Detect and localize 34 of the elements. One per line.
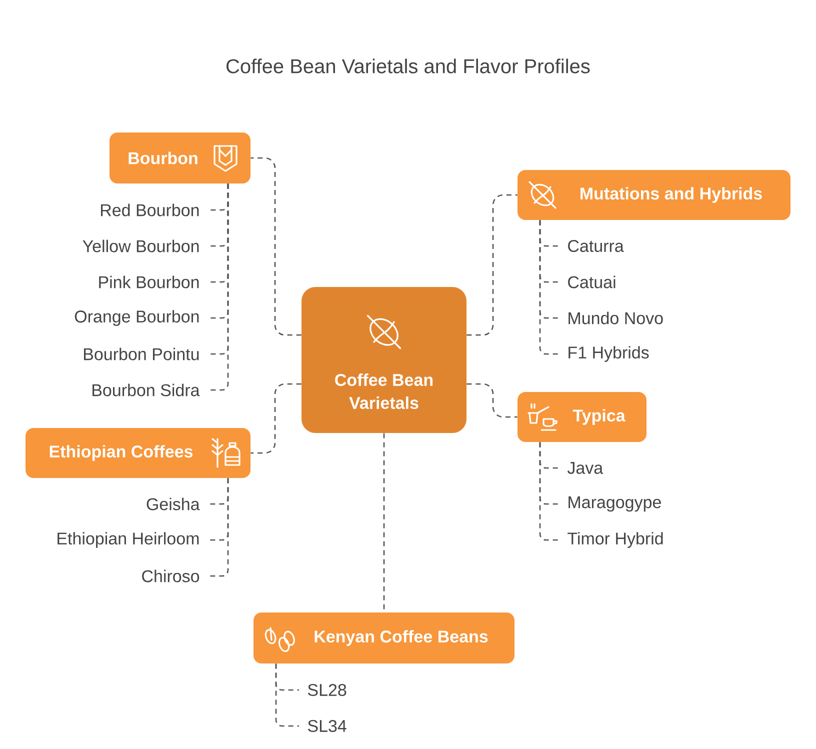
leaf-label: Yellow Bourbon	[82, 240, 199, 252]
leaf-label: Geisha	[146, 498, 200, 510]
leaf-label: Mundo Novo	[568, 312, 663, 324]
center-box: Coffee Bean Varietals	[302, 287, 466, 433]
leaf-label: Java	[567, 462, 604, 474]
connector	[466, 194, 518, 336]
connector	[250, 383, 302, 454]
connector	[275, 664, 299, 727]
connector	[466, 383, 518, 418]
leaf-label: Bourbon Pointu	[84, 348, 199, 360]
connector	[539, 442, 559, 541]
branch-box: Kenyan Coffee Beans	[254, 612, 514, 664]
leaf-label: Bourbon Sidra	[92, 384, 200, 396]
leaf-label: Caturra	[568, 240, 624, 252]
connector	[539, 220, 559, 355]
branch-box: Typica	[518, 392, 646, 442]
leaf-label: SL28	[308, 684, 346, 696]
leaf-label: Maragogype	[568, 496, 661, 512]
leaf-label: Ethiopian Heirloom	[58, 532, 199, 548]
leaf-label: Red Bourbon	[101, 204, 199, 216]
leaf-label: Orange Bourbon	[74, 310, 199, 326]
leaf-label: Timor Hybrid	[568, 532, 663, 548]
branch-box: Bourbon	[110, 132, 250, 184]
leaf-label: Chiroso	[142, 570, 200, 582]
leaf-label: SL34	[308, 720, 346, 732]
branch-box: Mutations and Hybrids	[518, 170, 790, 220]
leaf-label: Catuai	[568, 276, 616, 288]
leaf-label: F1 Hybrids	[568, 346, 649, 362]
connector	[208, 478, 229, 577]
connector	[208, 184, 229, 391]
leaf-label: Pink Bourbon	[99, 276, 199, 288]
connector	[250, 157, 302, 336]
branch-box: Ethiopian Coffees	[26, 428, 250, 478]
title: Coffee Bean Varietals and Flavor Profiles	[226, 58, 590, 74]
